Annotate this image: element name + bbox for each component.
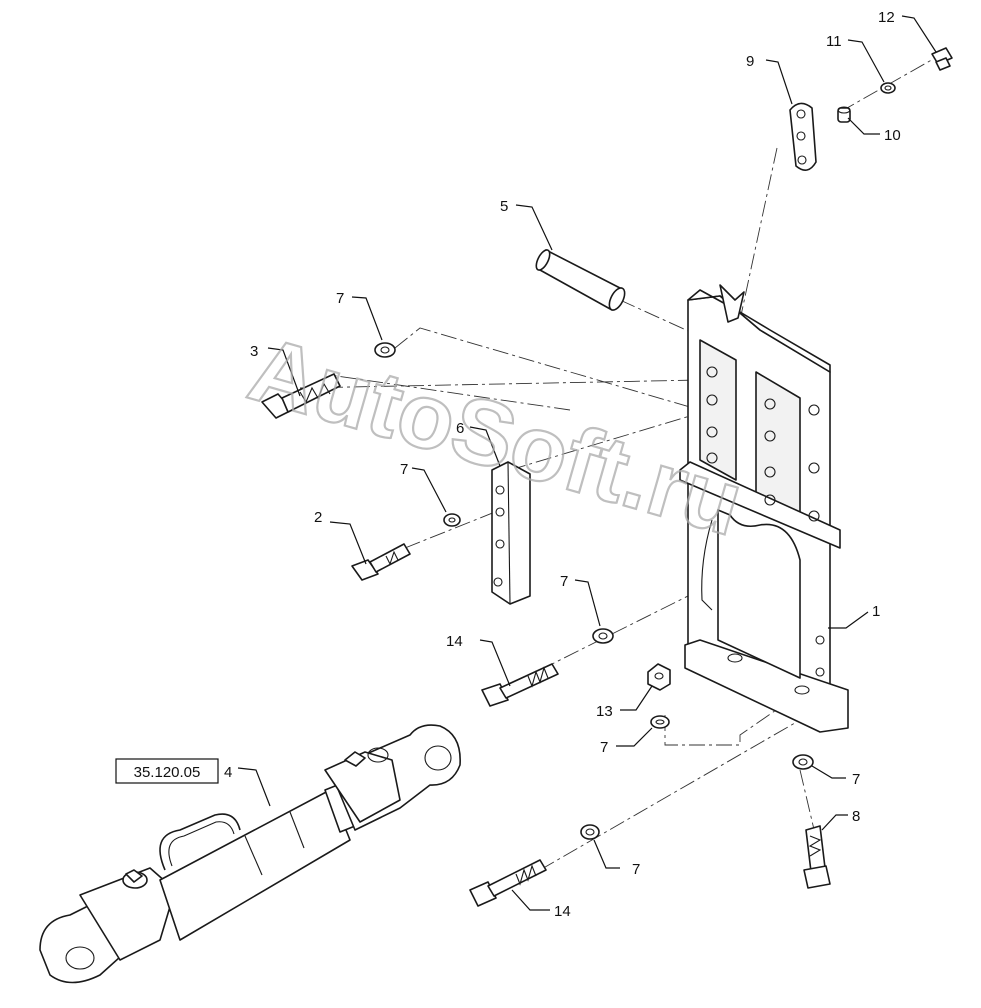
callout-3: 3 [250,343,258,360]
callout-11: 11 [826,33,842,50]
callout-10: 10 [884,127,901,144]
washer-7-top-left [374,342,396,358]
callout-6: 6 [456,420,464,437]
callout-14-lower: 14 [554,903,571,920]
part-5-pin [535,249,626,311]
washer-7-right [592,628,614,644]
washers-7 [374,342,814,840]
reference-box[interactable]: 35.120.05 [115,758,219,784]
callout-9: 9 [746,53,754,70]
callout-7-mid: 7 [400,461,408,478]
callout-7-bottom: 7 [632,861,640,878]
callout-7-nut: 7 [600,739,608,756]
part-8-bolt [803,825,831,889]
part-9-link-plate [789,102,817,171]
callout-1: 1 [872,603,880,620]
leader-lines [237,15,937,911]
callout-14-upper: 14 [446,633,463,650]
callout-5: 5 [500,198,508,215]
part-12-small-bolt [931,47,953,71]
part-10-bushing [837,106,851,123]
part-3-bolt [261,373,341,419]
part-1-bracket-plate [679,284,849,733]
callout-7-top: 7 [336,290,344,307]
part-14-bolt-upper [481,663,559,707]
washer-7-under-nut [650,715,670,729]
callout-2: 2 [314,509,322,526]
part-11-washer [880,82,896,94]
part-6-clamp-block [491,461,531,605]
callout-4: 4 [224,764,232,781]
part-13-nut [647,663,671,691]
washer-7-bottom [580,824,600,840]
reference-box-label: 35.120.05 [134,764,201,781]
part-2-bolt [351,543,411,581]
part-14-bolt-lower [469,859,547,907]
part-4-top-link [39,724,461,984]
callout-7-right: 7 [560,573,568,590]
washer-7-mid [443,513,461,527]
callout-12: 12 [878,9,895,26]
washer-7-lower-right [792,754,814,770]
callout-numbers: 1 2 3 4 5 6 7 7 7 7 7 7 8 9 10 11 12 13 … [224,9,901,920]
callout-13: 13 [596,703,613,720]
callout-7-lower-right: 7 [852,771,860,788]
callout-8: 8 [852,808,860,825]
